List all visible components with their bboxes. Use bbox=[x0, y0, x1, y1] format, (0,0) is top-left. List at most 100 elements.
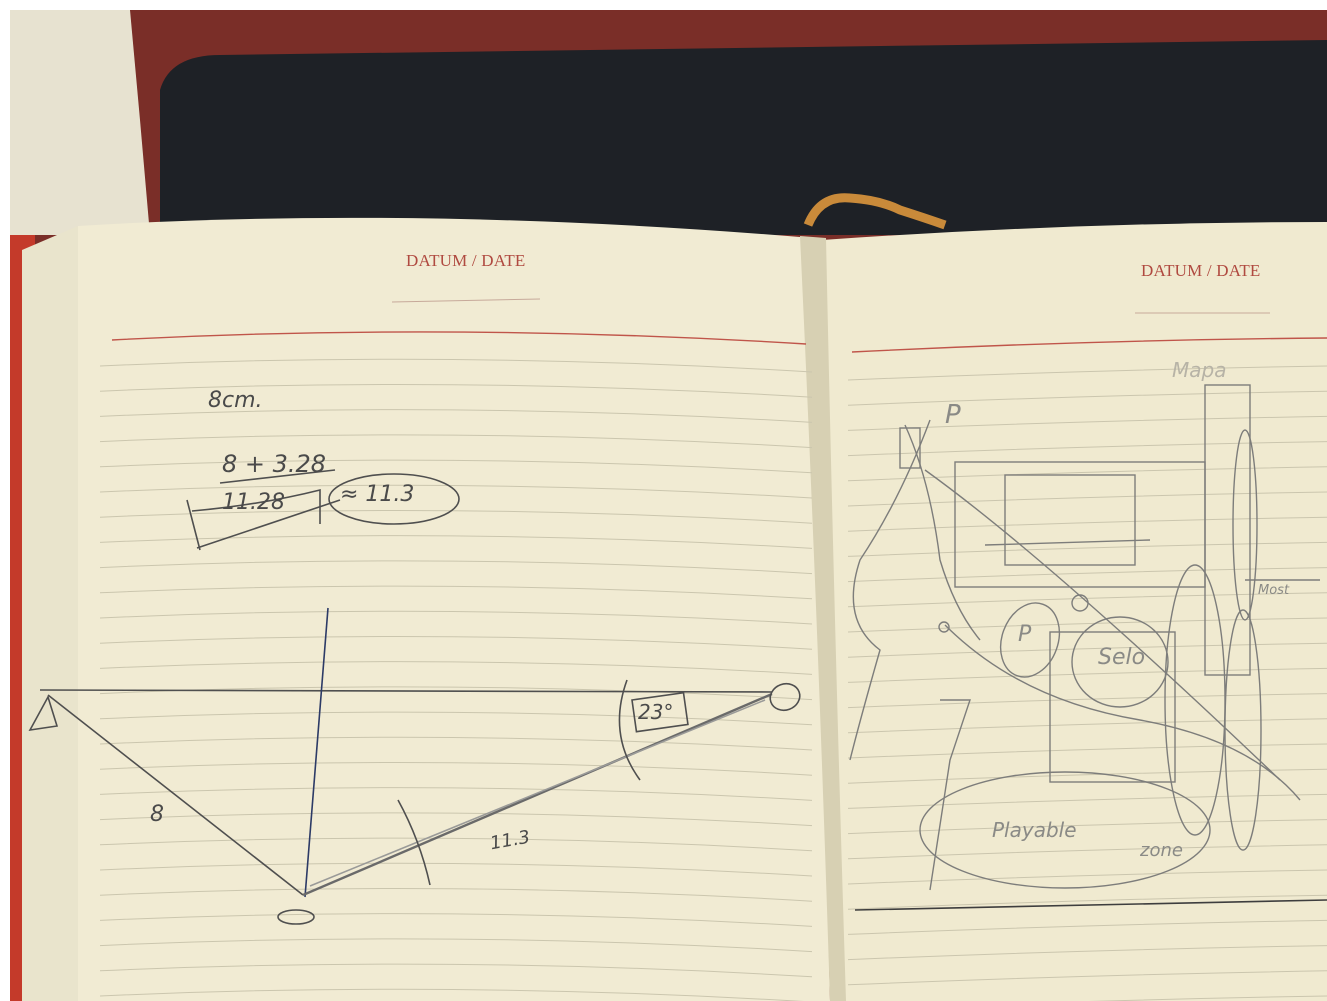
ruled-line bbox=[99, 963, 813, 978]
ruled-line bbox=[99, 661, 813, 675]
gutter-shadow bbox=[800, 236, 846, 1001]
ruled-line bbox=[99, 610, 813, 625]
ruled-line bbox=[847, 491, 1327, 507]
ruled-line bbox=[847, 768, 1327, 784]
ruled-line bbox=[99, 459, 813, 474]
mountain-right bbox=[904, 424, 981, 641]
ruled-line bbox=[99, 761, 813, 776]
label-most: Most bbox=[1258, 583, 1290, 598]
ruled-line bbox=[99, 837, 813, 852]
hypotenuse-shade bbox=[309, 699, 766, 887]
ruled-line bbox=[847, 793, 1327, 809]
label-selo: Selo bbox=[1098, 645, 1146, 670]
ruled-line bbox=[847, 819, 1327, 835]
label-p-mid: P bbox=[1018, 622, 1032, 647]
ruled-line bbox=[847, 718, 1327, 734]
angle-box bbox=[631, 691, 689, 733]
flag-post bbox=[929, 699, 971, 891]
selo-circle bbox=[1071, 616, 1169, 708]
label-side: 8 bbox=[150, 802, 164, 827]
page-stack-left bbox=[22, 226, 78, 1001]
marker-dot bbox=[938, 621, 950, 633]
ruled-line bbox=[99, 913, 813, 927]
ruled-line bbox=[847, 441, 1327, 457]
note-unit: 8cm. bbox=[208, 388, 263, 413]
horizontal-baseline bbox=[39, 689, 773, 693]
bottom-divider bbox=[854, 899, 1327, 911]
ruled-line bbox=[847, 869, 1327, 885]
ruled-line bbox=[847, 667, 1327, 683]
date-underline-left bbox=[391, 298, 541, 303]
ruled-line bbox=[99, 787, 813, 801]
ruled-line bbox=[99, 711, 813, 726]
ruled-line bbox=[1088, 995, 1327, 1001]
ruled-line bbox=[99, 535, 813, 549]
vertical-axis bbox=[304, 607, 329, 898]
label-mapa: Mapa bbox=[1172, 358, 1227, 382]
label-zone: zone bbox=[1140, 840, 1183, 861]
ruled-line bbox=[847, 970, 1327, 986]
right-red-rule bbox=[851, 337, 1327, 353]
ruled-line bbox=[847, 592, 1327, 608]
ruled-line bbox=[99, 988, 804, 1001]
mountain-left bbox=[849, 419, 931, 761]
small-circle bbox=[1071, 594, 1089, 612]
marker-circle bbox=[769, 682, 801, 712]
right-date-header: DATUM / DATE bbox=[1141, 261, 1261, 280]
left-date-header: DATUM / DATE bbox=[406, 251, 526, 270]
marker-bottom bbox=[277, 909, 315, 925]
ruled-line bbox=[847, 844, 1327, 860]
ruled-line bbox=[847, 693, 1327, 709]
p-circle bbox=[999, 602, 1061, 678]
ruled-line bbox=[99, 560, 813, 575]
ruled-line bbox=[847, 945, 1327, 961]
ruled-line bbox=[847, 390, 1327, 406]
playable-zone-oval bbox=[919, 771, 1211, 889]
ruled-line bbox=[847, 894, 1327, 910]
marker-triangle bbox=[28, 694, 59, 732]
ruled-line bbox=[847, 743, 1327, 759]
bookmark-ribbon bbox=[803, 193, 947, 230]
path-line bbox=[944, 624, 1301, 801]
label-playable: Playable bbox=[992, 818, 1077, 842]
ruled-line bbox=[99, 383, 813, 398]
result-bracket bbox=[186, 499, 341, 551]
sum-underline bbox=[219, 469, 336, 484]
ruled-line bbox=[99, 434, 813, 449]
right-page bbox=[822, 222, 1327, 1001]
ruled-line bbox=[99, 938, 813, 953]
ruled-line bbox=[847, 919, 1327, 935]
triangle-sketch bbox=[28, 469, 801, 925]
ruled-line bbox=[847, 466, 1327, 482]
lower-box bbox=[1049, 631, 1176, 783]
result-box bbox=[191, 488, 321, 524]
left-page bbox=[78, 217, 830, 1001]
note-sum: 8 + 3.28 bbox=[222, 450, 327, 478]
left-slope bbox=[47, 694, 304, 896]
river-oval bbox=[1164, 564, 1226, 836]
background-paper bbox=[10, 10, 150, 235]
ruled-line bbox=[99, 887, 813, 902]
angle-arc-lower bbox=[397, 799, 431, 886]
ruled-line bbox=[99, 635, 813, 650]
note-result: 11.28 bbox=[222, 490, 285, 515]
angle-arc bbox=[618, 679, 641, 781]
left-ruled-lines bbox=[99, 358, 813, 1001]
ruled-line bbox=[847, 541, 1327, 557]
ruled-line bbox=[99, 484, 813, 499]
ruled-line bbox=[99, 358, 813, 373]
ruled-line bbox=[99, 812, 813, 827]
ruled-line bbox=[99, 585, 813, 600]
approx-oval bbox=[328, 473, 460, 525]
label-p-top: P bbox=[945, 400, 961, 430]
ruled-line bbox=[99, 409, 813, 423]
map-sketch bbox=[849, 384, 1327, 911]
ruled-line bbox=[847, 516, 1327, 532]
road-line bbox=[924, 469, 1281, 781]
note-approx: ≈ 11.3 bbox=[340, 482, 415, 507]
left-red-rule bbox=[111, 331, 807, 345]
river-rect bbox=[1204, 384, 1251, 676]
ruled-line bbox=[99, 736, 813, 751]
